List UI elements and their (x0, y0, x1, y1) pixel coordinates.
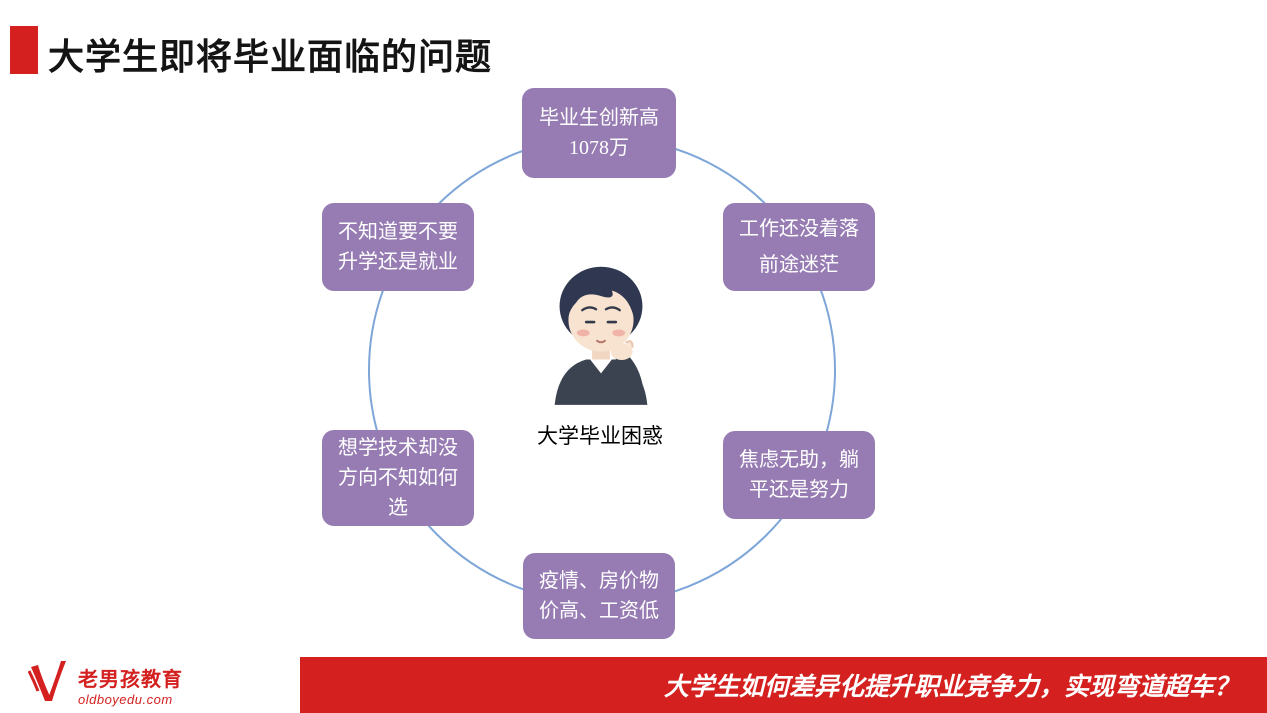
diagram-center-label: 大学毕业困惑 (537, 424, 663, 448)
v-check-logo-icon (28, 661, 66, 701)
footer-logo-area: 老男孩教育 oldboyedu.com (0, 657, 300, 713)
diagram-node-which-skill: 想学技术却没 方向不知如何 选 (322, 430, 474, 526)
slide-title: 大学生即将毕业面临的问题 (48, 36, 493, 77)
brand-logo: 老男孩教育 oldboyedu.com (28, 661, 183, 709)
diagram-node-study-or-work: 不知道要不要 升学还是就业 (322, 203, 474, 291)
diagram-node-no-job-yet: 工作还没着落 前途迷茫 (723, 203, 875, 291)
diagram-node-pandemic-prices: 疫情、房价物 价高、工资低 (523, 553, 675, 639)
logo-name: 老男孩教育 (78, 669, 183, 691)
title-accent-bar (10, 26, 38, 74)
diagram-node-graduates-record: 毕业生创新高 1078万 (522, 88, 676, 178)
diagram-node-anxiety: 焦虑无助，躺 平还是努力 (723, 431, 875, 519)
footer-banner: 大学生如何差异化提升职业竞争力，实现弯道超车？ (300, 657, 1267, 713)
footer: 老男孩教育 oldboyedu.com 大学生如何差异化提升职业竞争力，实现弯道… (0, 657, 1267, 713)
thinking-person-illustration (554, 266, 648, 405)
logo-text: 老男孩教育 oldboyedu.com (78, 663, 183, 707)
logo-domain: oldboyedu.com (78, 692, 173, 707)
